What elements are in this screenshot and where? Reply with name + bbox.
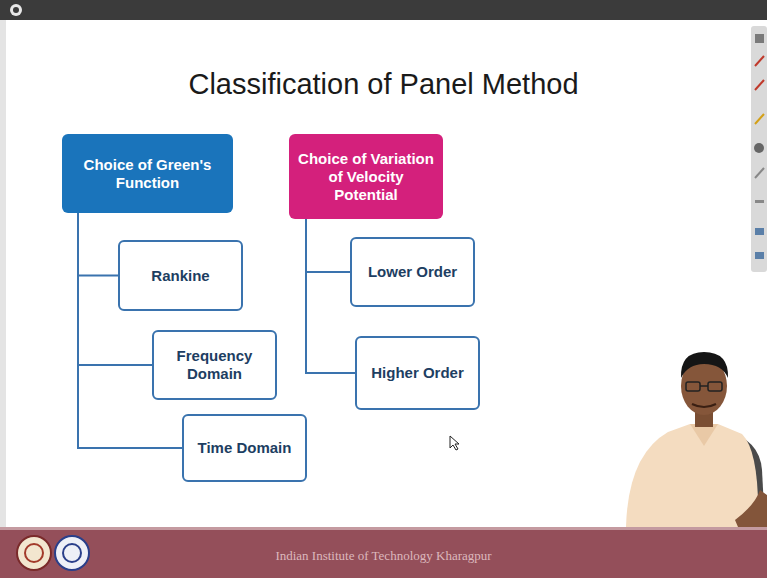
tool-icon (755, 228, 764, 235)
logo (55, 536, 89, 570)
tool-icon (755, 200, 764, 203)
mouse-cursor (450, 436, 459, 450)
glasses (708, 382, 722, 391)
glasses-bridge (700, 385, 708, 387)
box-label: Choice of Green's Function (70, 156, 225, 192)
box-label: Lower Order (368, 263, 457, 281)
presenter (626, 352, 767, 527)
tool-icon (755, 114, 764, 124)
window-icon-center (13, 7, 19, 13)
method-box: Higher Order (355, 336, 480, 410)
box-label: Time Domain (198, 439, 292, 457)
tool-icon (755, 34, 764, 43)
tool-icon (754, 143, 764, 153)
tree-connector (306, 219, 355, 373)
footer-band (0, 527, 767, 578)
box-label: Higher Order (371, 364, 464, 382)
window-icon (10, 4, 22, 16)
tree-connector (306, 219, 350, 272)
tool-icon (755, 56, 764, 66)
logo (17, 536, 51, 570)
tool-icon (755, 168, 764, 178)
footer-edge (0, 527, 767, 530)
mouth (692, 404, 716, 407)
method-box: Frequency Domain (152, 330, 277, 400)
box-label: Choice of Variation of Velocity Potentia… (297, 150, 435, 204)
tree-connector (78, 213, 118, 276)
tool-icon (755, 80, 764, 90)
method-box: Time Domain (182, 414, 307, 482)
tool-icon (755, 252, 764, 259)
method-box: Lower Order (350, 237, 475, 307)
hair (681, 352, 728, 378)
toolbar (751, 26, 767, 272)
category-box: Choice of Green's Function (62, 134, 233, 213)
top-bar (0, 0, 767, 20)
logo-detail (25, 544, 43, 562)
footer-text: Indian Institute of Technology Kharagpur (0, 548, 767, 564)
left-edge (0, 20, 6, 527)
glasses (686, 382, 700, 391)
slide-title: Classification of Panel Method (0, 68, 767, 101)
box-label: Rankine (151, 267, 209, 285)
box-label: Frequency Domain (162, 347, 267, 383)
logo-detail (63, 544, 81, 562)
shirt (626, 424, 758, 527)
collar (690, 424, 718, 446)
category-box: Choice of Variation of Velocity Potentia… (289, 134, 443, 219)
hand (735, 490, 767, 527)
method-box: Rankine (118, 240, 243, 311)
